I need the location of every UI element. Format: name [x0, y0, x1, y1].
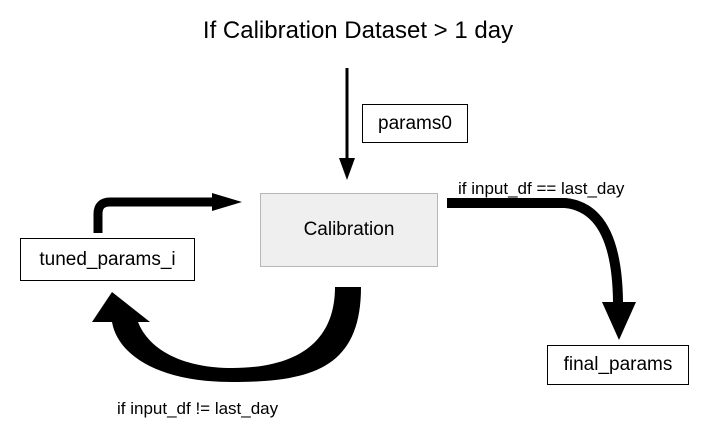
params0-label: params0	[378, 112, 452, 134]
calibration-node: Calibration	[260, 193, 438, 267]
tuned-to-calibration-arrow	[93, 193, 242, 233]
calibration-label: Calibration	[303, 219, 395, 240]
diagram-title: If Calibration Dataset > 1 day	[202, 17, 514, 44]
input-arrow	[339, 68, 355, 180]
tuned-params-label: tuned_params_i	[39, 248, 176, 270]
last-day-condition-label: if input_df == last_day	[458, 179, 625, 198]
not-last-day-condition-label: if input_df != last_day	[117, 399, 279, 418]
final-params-node: final_params	[547, 345, 689, 385]
tuned-params-node: tuned_params_i	[20, 238, 195, 281]
calibration-to-final-arrow	[447, 198, 636, 340]
final-params-label: final_params	[563, 354, 673, 375]
params0-node: params0	[362, 104, 468, 143]
calibration-to-tuned-arrow	[92, 287, 361, 382]
